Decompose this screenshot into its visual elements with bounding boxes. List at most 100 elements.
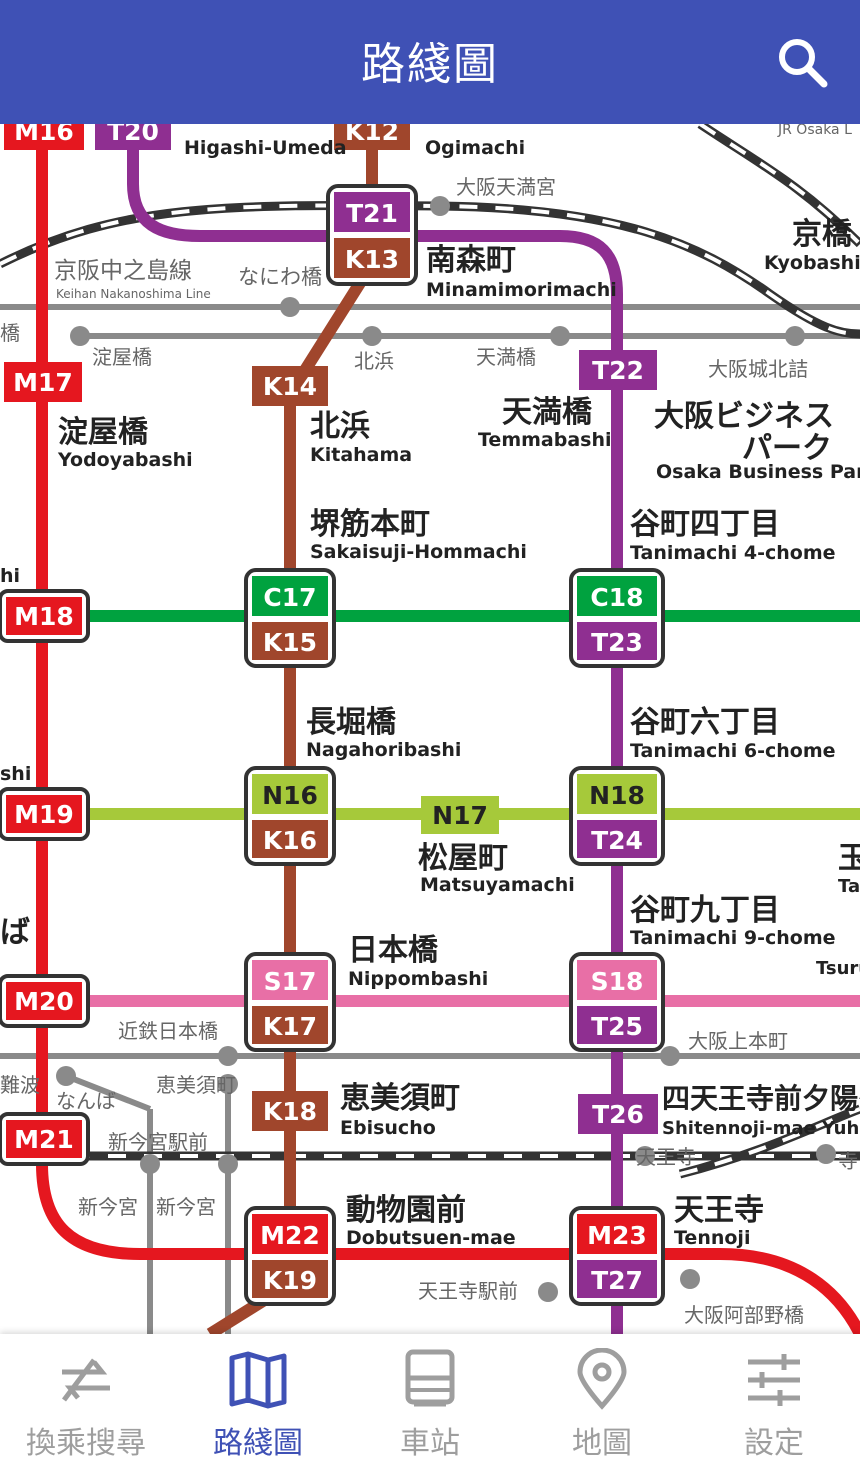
svg-text:寺: 寺: [838, 1149, 858, 1173]
svg-text:Ebisucho: Ebisucho: [340, 1117, 436, 1139]
tab-map[interactable]: 地圖: [516, 1334, 688, 1468]
svg-text:なんば: なんば: [56, 1089, 116, 1113]
code-k18: K18: [263, 1097, 317, 1126]
code-s18: S18: [591, 967, 644, 996]
svg-text:大阪ビジネス: 大阪ビジネス: [654, 399, 834, 434]
bottom-navigation: 換乘搜尋 路綫圖 車站 地圖: [0, 1334, 860, 1468]
svg-text:Yodoyabashi: Yodoyabashi: [57, 449, 193, 471]
svg-text:Tsuru: Tsuru: [816, 958, 860, 979]
station-labels: Higashi-Umeda Ogimachi 大阪天満宮 南森町 Minamim…: [0, 124, 860, 1327]
svg-text:大阪天満宮: 大阪天満宮: [456, 175, 556, 199]
svg-text:天王寺: 天王寺: [674, 1193, 764, 1228]
code-m19: M19: [14, 800, 74, 829]
code-m23: M23: [587, 1221, 647, 1250]
svg-text:Matsuyamachi: Matsuyamachi: [420, 874, 575, 896]
svg-text:Tennoji: Tennoji: [674, 1227, 750, 1249]
tab-label: 地圖: [572, 1426, 632, 1461]
svg-text:天王寺駅前: 天王寺駅前: [418, 1279, 518, 1303]
svg-text:Dobutsuen-mae: Dobutsuen-mae: [346, 1227, 516, 1249]
search-button[interactable]: [770, 30, 834, 94]
code-m18: M18: [14, 602, 74, 631]
code-t23: T23: [591, 628, 643, 657]
svg-text:Tanimachi 6-chome: Tanimachi 6-chome: [630, 740, 836, 762]
svg-text:谷町六丁目: 谷町六丁目: [630, 705, 780, 740]
svg-text:なにわ橋: なにわ橋: [238, 265, 322, 289]
code-k16: K16: [263, 826, 317, 855]
tab-label: 路綫圖: [213, 1426, 303, 1461]
code-k14: K14: [263, 372, 317, 401]
svg-text:北浜: 北浜: [354, 349, 394, 373]
transfer-icon: [62, 1358, 110, 1402]
station-dots: [56, 196, 836, 1302]
svg-text:難波: 難波: [0, 1073, 40, 1097]
svg-text:shi: shi: [0, 763, 31, 785]
settings-sliders-icon: [748, 1354, 800, 1406]
svg-text:ば: ば: [0, 915, 30, 950]
code-s17: S17: [264, 967, 317, 996]
svg-text:新今宮駅前: 新今宮駅前: [108, 1130, 208, 1154]
code-n18: N18: [589, 781, 645, 810]
tab-label: 車站: [400, 1426, 460, 1461]
code-m17: M17: [13, 368, 73, 397]
code-c17: C17: [263, 583, 316, 612]
app-bar: 路綫圖: [0, 0, 860, 124]
svg-text:Tanimachi 4-chome: Tanimachi 4-chome: [630, 542, 836, 564]
svg-text:堺筋本町: 堺筋本町: [310, 507, 430, 542]
svg-text:Ogimachi: Ogimachi: [425, 137, 525, 159]
svg-text:淀屋橋: 淀屋橋: [58, 415, 149, 450]
svg-text:玉: 玉: [838, 841, 860, 876]
svg-text:Nagahoribashi: Nagahoribashi: [306, 739, 461, 761]
svg-text:動物園前: 動物園前: [346, 1193, 466, 1228]
route-map-canvas[interactable]: M16 T20 K12 T21 K13 M17 K14 T22 M18 C17 …: [0, 124, 860, 1334]
svg-text:Keihan Nakanoshima Line: Keihan Nakanoshima Line: [56, 287, 211, 301]
svg-text:長堀橋: 長堀橋: [306, 705, 397, 740]
svg-text:京阪中之島線: 京阪中之島線: [54, 258, 192, 284]
svg-text:橋: 橋: [0, 321, 20, 345]
map-pin-icon: [577, 1348, 627, 1410]
code-k13: K13: [345, 245, 399, 274]
svg-text:Shitennoji-mae Yuhigaoka: Shitennoji-mae Yuhigaoka: [662, 1118, 860, 1139]
code-t27: T27: [591, 1266, 643, 1295]
svg-text:Sakaisuji-Hommachi: Sakaisuji-Hommachi: [310, 541, 527, 563]
tab-settings[interactable]: 設定: [688, 1334, 860, 1468]
station-badges[interactable]: M16 T20 K12 T21 K13 M17 K14 T22 M18 C17 …: [0, 124, 665, 1306]
code-k17: K17: [263, 1012, 317, 1041]
code-m22: M22: [260, 1221, 320, 1250]
svg-text:四天王寺前夕陽ケ丘: 四天王寺前夕陽ケ丘: [662, 1082, 860, 1115]
svg-text:Kyobashi: Kyobashi: [764, 252, 860, 274]
code-m16: M16: [14, 124, 74, 146]
code-t21: T21: [346, 199, 398, 228]
search-icon: [779, 39, 828, 88]
tab-transfer-search[interactable]: 換乘搜尋: [0, 1334, 172, 1468]
code-n16: N16: [262, 781, 318, 810]
code-k12: K12: [345, 124, 399, 146]
code-t22: T22: [592, 356, 644, 385]
code-n17: N17: [432, 801, 488, 830]
svg-text:淀屋橋: 淀屋橋: [92, 345, 152, 369]
svg-text:Tanimachi 9-chome: Tanimachi 9-chome: [630, 927, 836, 949]
midosuji-line: [36, 124, 860, 1334]
route-map-icon: [229, 1351, 287, 1409]
svg-text:Temmabashi: Temmabashi: [478, 429, 612, 451]
code-c18: C18: [590, 583, 643, 612]
svg-text:新今宮: 新今宮: [156, 1195, 216, 1219]
svg-text:南森町: 南森町: [426, 243, 516, 278]
code-t20: T20: [107, 124, 159, 146]
svg-text:hi: hi: [0, 565, 20, 587]
tab-stations[interactable]: 車站: [344, 1334, 516, 1468]
code-t26: T26: [592, 1100, 644, 1129]
svg-text:谷町九丁目: 谷町九丁目: [630, 893, 780, 928]
svg-text:Minamimorimachi: Minamimorimachi: [426, 279, 617, 301]
svg-text:大阪城北詰: 大阪城北詰: [708, 357, 808, 381]
route-map[interactable]: M16 T20 K12 T21 K13 M17 K14 T22 M18 C17 …: [0, 124, 860, 1334]
svg-text:Ta: Ta: [838, 876, 860, 897]
station-icon: [405, 1349, 455, 1407]
page-title: 路綫圖: [361, 39, 499, 90]
tab-label: 設定: [744, 1426, 804, 1461]
code-m20: M20: [14, 987, 74, 1016]
svg-text:近鉄日本橋: 近鉄日本橋: [118, 1019, 218, 1043]
svg-text:谷町四丁目: 谷町四丁目: [630, 507, 780, 542]
svg-text:大阪阿部野橋: 大阪阿部野橋: [684, 1303, 804, 1327]
tab-route-map[interactable]: 路綫圖: [172, 1334, 344, 1468]
svg-text:北浜: 北浜: [310, 409, 370, 444]
